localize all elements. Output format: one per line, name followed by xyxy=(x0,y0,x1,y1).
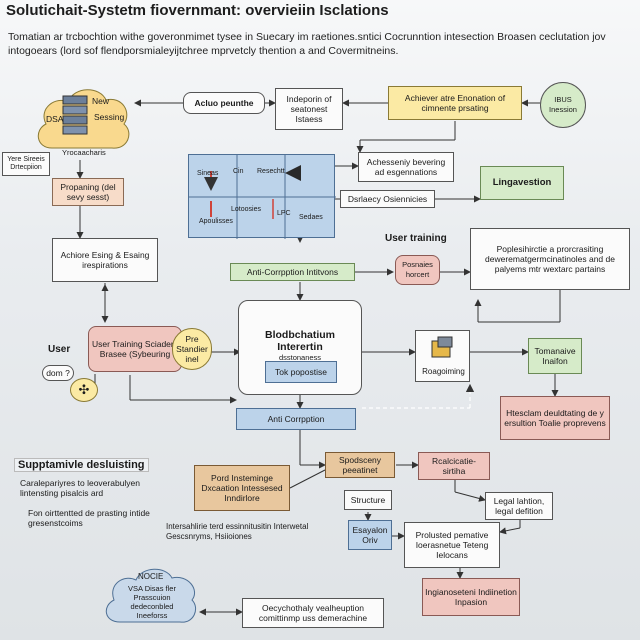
server-stack-icon xyxy=(62,95,88,135)
node-ingianosetti: Ingianoseteni Indiinetion Inpasion xyxy=(422,578,520,616)
diagram-subtitle: Tomatian ar trcbochtion withe goveronmim… xyxy=(8,31,606,57)
node-posinies: Posnaies horcert xyxy=(395,255,440,285)
node-anti-corruption-1: Anti-Corrpption Intitvons xyxy=(230,263,355,281)
node-user-training-box[interactable]: User Training Sciaders Brasee (Sybeuring xyxy=(88,326,182,372)
cloud-label-bottom: Yrocaacharis xyxy=(62,148,106,157)
node-esayalon: Esayalon Oriv xyxy=(348,520,392,550)
roagoiming-node: Roagoiming xyxy=(415,330,470,382)
node-oecychothaly: Oecychothaly vealheuption comittinmp uss… xyxy=(242,598,384,628)
roagoiming-label: Roagoiming xyxy=(422,367,465,376)
node-achiever: Achiever atre Enonation of cimnente prsa… xyxy=(388,86,522,120)
text-fon-oirtten: Fon oirttentted de prasting intide grese… xyxy=(28,508,150,528)
text-caralepariyres: Caralepariyres to leoverabulyen lintenst… xyxy=(20,478,141,498)
cloud-label-left: DSA xyxy=(46,114,64,124)
node-spodseceny: Spodsceny peeatinet xyxy=(325,452,395,478)
connector-pord-spodseceny xyxy=(289,469,326,489)
nocie-body: VSA Disas fler Prasscuion dedeconbled In… xyxy=(128,584,176,620)
node-dom[interactable]: dom ? xyxy=(42,365,74,381)
cloud-shape-bottom xyxy=(105,568,196,623)
package-icon xyxy=(431,336,453,358)
panel-sedas: Sedaes xyxy=(299,214,323,221)
node-propaning: Propaning (del sevy sesst) xyxy=(52,178,124,206)
panel-lotoosies: Lotoosies xyxy=(231,206,261,213)
central-panel: Sineas Cin Resechtt Lotoosies Apoulisses… xyxy=(188,154,336,239)
panel-grid xyxy=(189,155,336,239)
node-indeporin: Indeporin of seatonest Istaess xyxy=(275,88,343,130)
panel-cin: Cin xyxy=(233,168,244,175)
dsa-cloud: DSA New Sessing Yrocaacharis xyxy=(32,78,132,162)
text-intersahlirie: Intersahlirie terd essinnitusitin Interw… xyxy=(166,522,309,541)
ibus-badge: IBUS Inession xyxy=(540,82,586,128)
node-achiore: Achiore Esing & Esaing irespirations xyxy=(52,238,158,282)
panel-apoulisses: Apoulisses xyxy=(199,218,233,225)
node-yere-sireeis: Yere Sireeis Drtecpiion xyxy=(2,152,50,176)
heading-supptamivle: Supptamivle desluisting xyxy=(14,458,149,472)
node-blockchain: Blodbchatium Interertin dsstonaness Tok … xyxy=(238,300,362,395)
node-achesseniy: Achesseniy bevering ad esgennations xyxy=(358,152,454,182)
diagram-title: Solutichait-Systetm fiovernmant: overvie… xyxy=(6,2,389,19)
node-aclue-peunthe: Acluo peunthe xyxy=(183,92,265,114)
panel-resechtt: Resechtt xyxy=(257,168,285,175)
panel-sineas: Sineas xyxy=(197,170,219,177)
node-lingavestion: Lingavestion xyxy=(480,166,564,200)
node-dsrlaey: Dsrlaecy Osiennicies xyxy=(340,190,435,208)
node-popleshirctie: Poplesihirctie a prorcrasiting deweremat… xyxy=(470,228,630,290)
ibus-label: IBUS Inession xyxy=(549,95,577,114)
label-user: User xyxy=(48,344,71,355)
blockchain-sub: dsstonaness xyxy=(278,353,322,362)
fan-icon: ✣ xyxy=(70,378,98,402)
node-tomanative: Tomanaive Inaifon xyxy=(528,338,582,374)
cloud-label-new: New xyxy=(92,96,110,106)
panel-lpc: LPC xyxy=(277,210,291,217)
node-pord-insteming: Pord Insteminge Dxcaation Intessesed Inn… xyxy=(194,465,290,511)
node-legal-lehtion: Legal lahtion, legal defition xyxy=(485,492,553,520)
node-pre-standier: Pre Standier inel xyxy=(172,328,212,370)
nocie-top: NOCIE xyxy=(138,572,164,581)
node-rcalciae: Rcalcicatie- sirtiha xyxy=(418,452,490,480)
node-anti-corruption-2: Anti Corrpption xyxy=(236,408,356,430)
label-user-training: User training xyxy=(385,233,447,244)
node-htestlam: Htesclam deuldtating de y ersultion Toal… xyxy=(500,396,610,440)
blockchain-title: Blodbchatium Interertin xyxy=(265,329,335,353)
nocie-cloud: NOCIE VSA Disas fler Prasscuion dedeconb… xyxy=(102,560,200,628)
cloud-label-sessing: Sessing xyxy=(94,112,125,122)
node-tok-popostise: Tok popostise xyxy=(265,361,337,383)
node-prolusted: Prolusted pemative Ioerasnetue Teteng Ie… xyxy=(404,522,500,568)
node-structure: Structure xyxy=(344,490,392,510)
